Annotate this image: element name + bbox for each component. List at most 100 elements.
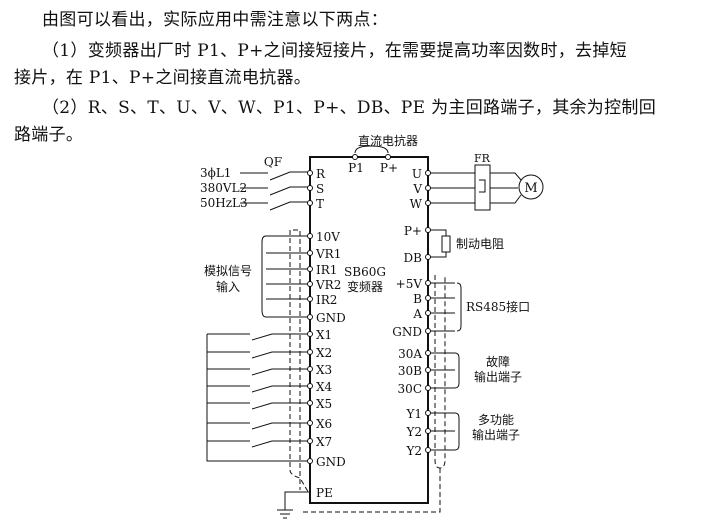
- terminal-label-gnd: GND: [316, 311, 346, 325]
- terminal-label-30a: 30A: [398, 347, 422, 361]
- analog-input-label-2: 输入: [216, 279, 240, 294]
- terminal-label-pplus: P+: [404, 224, 422, 238]
- input-switch: [207, 385, 308, 393]
- thermal-relay-fr: [474, 164, 491, 211]
- terminal-label-r: R: [316, 167, 326, 181]
- terminal-pplus-top: [385, 154, 391, 160]
- terminal-label-t: T: [316, 197, 324, 211]
- terminal-dot: [307, 331, 313, 337]
- paragraph-point2: （2）R、S、T、U、V、W、P1、P+、DB、PE 为主回路端子，其余为控制回: [42, 98, 656, 118]
- terminal-label-ir1: IR1: [316, 263, 337, 277]
- label-p1: P1: [348, 161, 364, 175]
- terminal-label-x6: X6: [316, 417, 332, 431]
- relay-label: FR: [474, 152, 491, 165]
- paragraph-point1: （1）变频器出厂时 P1、P+之间接短接片，在需要提高功率因数时，去掉短: [42, 41, 627, 61]
- terminal-label-10v: 10V: [316, 230, 340, 244]
- multi-output-label: 多功能: [478, 413, 514, 427]
- terminal-dot: [307, 314, 313, 320]
- terminal-dot: [425, 428, 431, 434]
- brake-resistor-label: 制动电阻: [456, 237, 504, 251]
- terminal-dot: [307, 458, 313, 464]
- multi-output-brace: [454, 412, 460, 451]
- analog-brace: [261, 235, 267, 318]
- supply-label-l1: 3ϕL1: [200, 166, 231, 180]
- terminal-dot: [307, 420, 313, 426]
- supply-label-l2: 380VL2: [200, 181, 247, 195]
- terminal-label-y2: Y2: [405, 444, 422, 458]
- input-switch: [207, 440, 308, 448]
- fault-output-label-2: 输出端子: [474, 369, 522, 384]
- terminal-dot: [425, 254, 431, 260]
- terminal-label-a: A: [412, 307, 422, 321]
- terminal-label-x7: X7: [316, 435, 332, 449]
- terminal-label-s: S: [316, 182, 324, 196]
- device-model: SB60G: [344, 265, 386, 279]
- terminal-label-b: B: [413, 292, 422, 306]
- input-switch: [207, 422, 308, 430]
- terminal-dot: [425, 410, 431, 416]
- terminal-dot: [425, 447, 431, 453]
- multi-output-label-2: 输出端子: [472, 427, 520, 442]
- terminal-label-plus5v: +5V: [396, 277, 423, 291]
- terminal-dot: [307, 233, 313, 239]
- digital-common-wire: [206, 334, 310, 462]
- terminal-dot: [307, 349, 313, 355]
- input-switch: [207, 351, 308, 359]
- input-switch: [207, 402, 308, 410]
- terminal-label-x1: X1: [316, 328, 332, 342]
- terminal-label-ir2: IR2: [316, 293, 337, 307]
- terminal-dot: [425, 328, 431, 334]
- terminal-label-gnd: GND: [392, 325, 422, 339]
- reactor-label: 直流电抗器: [358, 133, 418, 148]
- label-pplus: P+: [380, 161, 398, 175]
- terminal-label-30b: 30B: [398, 364, 422, 378]
- terminal-label-pe: PE: [316, 486, 333, 500]
- terminal-dot: [425, 385, 431, 391]
- terminal-dot: [425, 185, 431, 191]
- terminal-dot: [425, 280, 431, 286]
- terminal-label-vr1: VR1: [315, 247, 341, 261]
- fault-output-label: 故障: [486, 354, 510, 369]
- paragraph-intro: 由图可以看出，实际应用中需注意以下两点：: [42, 10, 388, 30]
- fault-brace: [454, 352, 460, 389]
- terminal-dot: [307, 266, 313, 272]
- rs485-label: RS485接口: [466, 299, 530, 314]
- reactor-bracket: [354, 145, 389, 154]
- terminal-dot: [425, 170, 431, 176]
- supply-label-l3: 50HzL3: [200, 196, 248, 210]
- terminal-label-y1: Y1: [405, 407, 422, 421]
- terminal-p1: [352, 154, 358, 160]
- terminal-label-w: W: [410, 197, 423, 211]
- terminal-dot: [307, 366, 313, 372]
- terminal-label-vr2: VR2: [315, 278, 341, 292]
- paragraph-point2-cont: 路端子。: [14, 125, 84, 145]
- brake-wiring: [428, 229, 447, 258]
- motor-label: M: [524, 181, 537, 196]
- terminal-label-x4: X4: [316, 380, 333, 394]
- breaker-label: QF: [264, 155, 282, 169]
- terminal-dot: [307, 400, 313, 406]
- terminal-label-u: U: [412, 167, 422, 181]
- terminal-dot: [425, 295, 431, 301]
- digital-input-switches: [207, 333, 308, 448]
- motor-wiring: [428, 164, 522, 211]
- terminal-dot: [307, 383, 313, 389]
- terminal-dot: [307, 250, 313, 256]
- paragraph-point1-cont: 接片，在 P1、P+之间接直流电抗器。: [14, 68, 312, 88]
- terminal-dot: [307, 281, 313, 287]
- circuit-breaker-qf: [240, 171, 310, 211]
- brake-resistor-icon: [441, 235, 451, 253]
- terminal-label-x2: X2: [316, 346, 332, 360]
- terminal-dot: [425, 350, 431, 356]
- terminal-label-v: V: [412, 182, 422, 196]
- terminal-label-x5: X5: [316, 397, 332, 411]
- analog-input-label: 模拟信号: [204, 264, 252, 278]
- terminal-label-db: DB: [404, 251, 423, 265]
- terminal-dot: [307, 200, 313, 206]
- terminal-dot: [307, 296, 313, 302]
- terminal-label-30c: 30C: [398, 382, 422, 396]
- terminal-label-gnd: GND: [316, 455, 346, 469]
